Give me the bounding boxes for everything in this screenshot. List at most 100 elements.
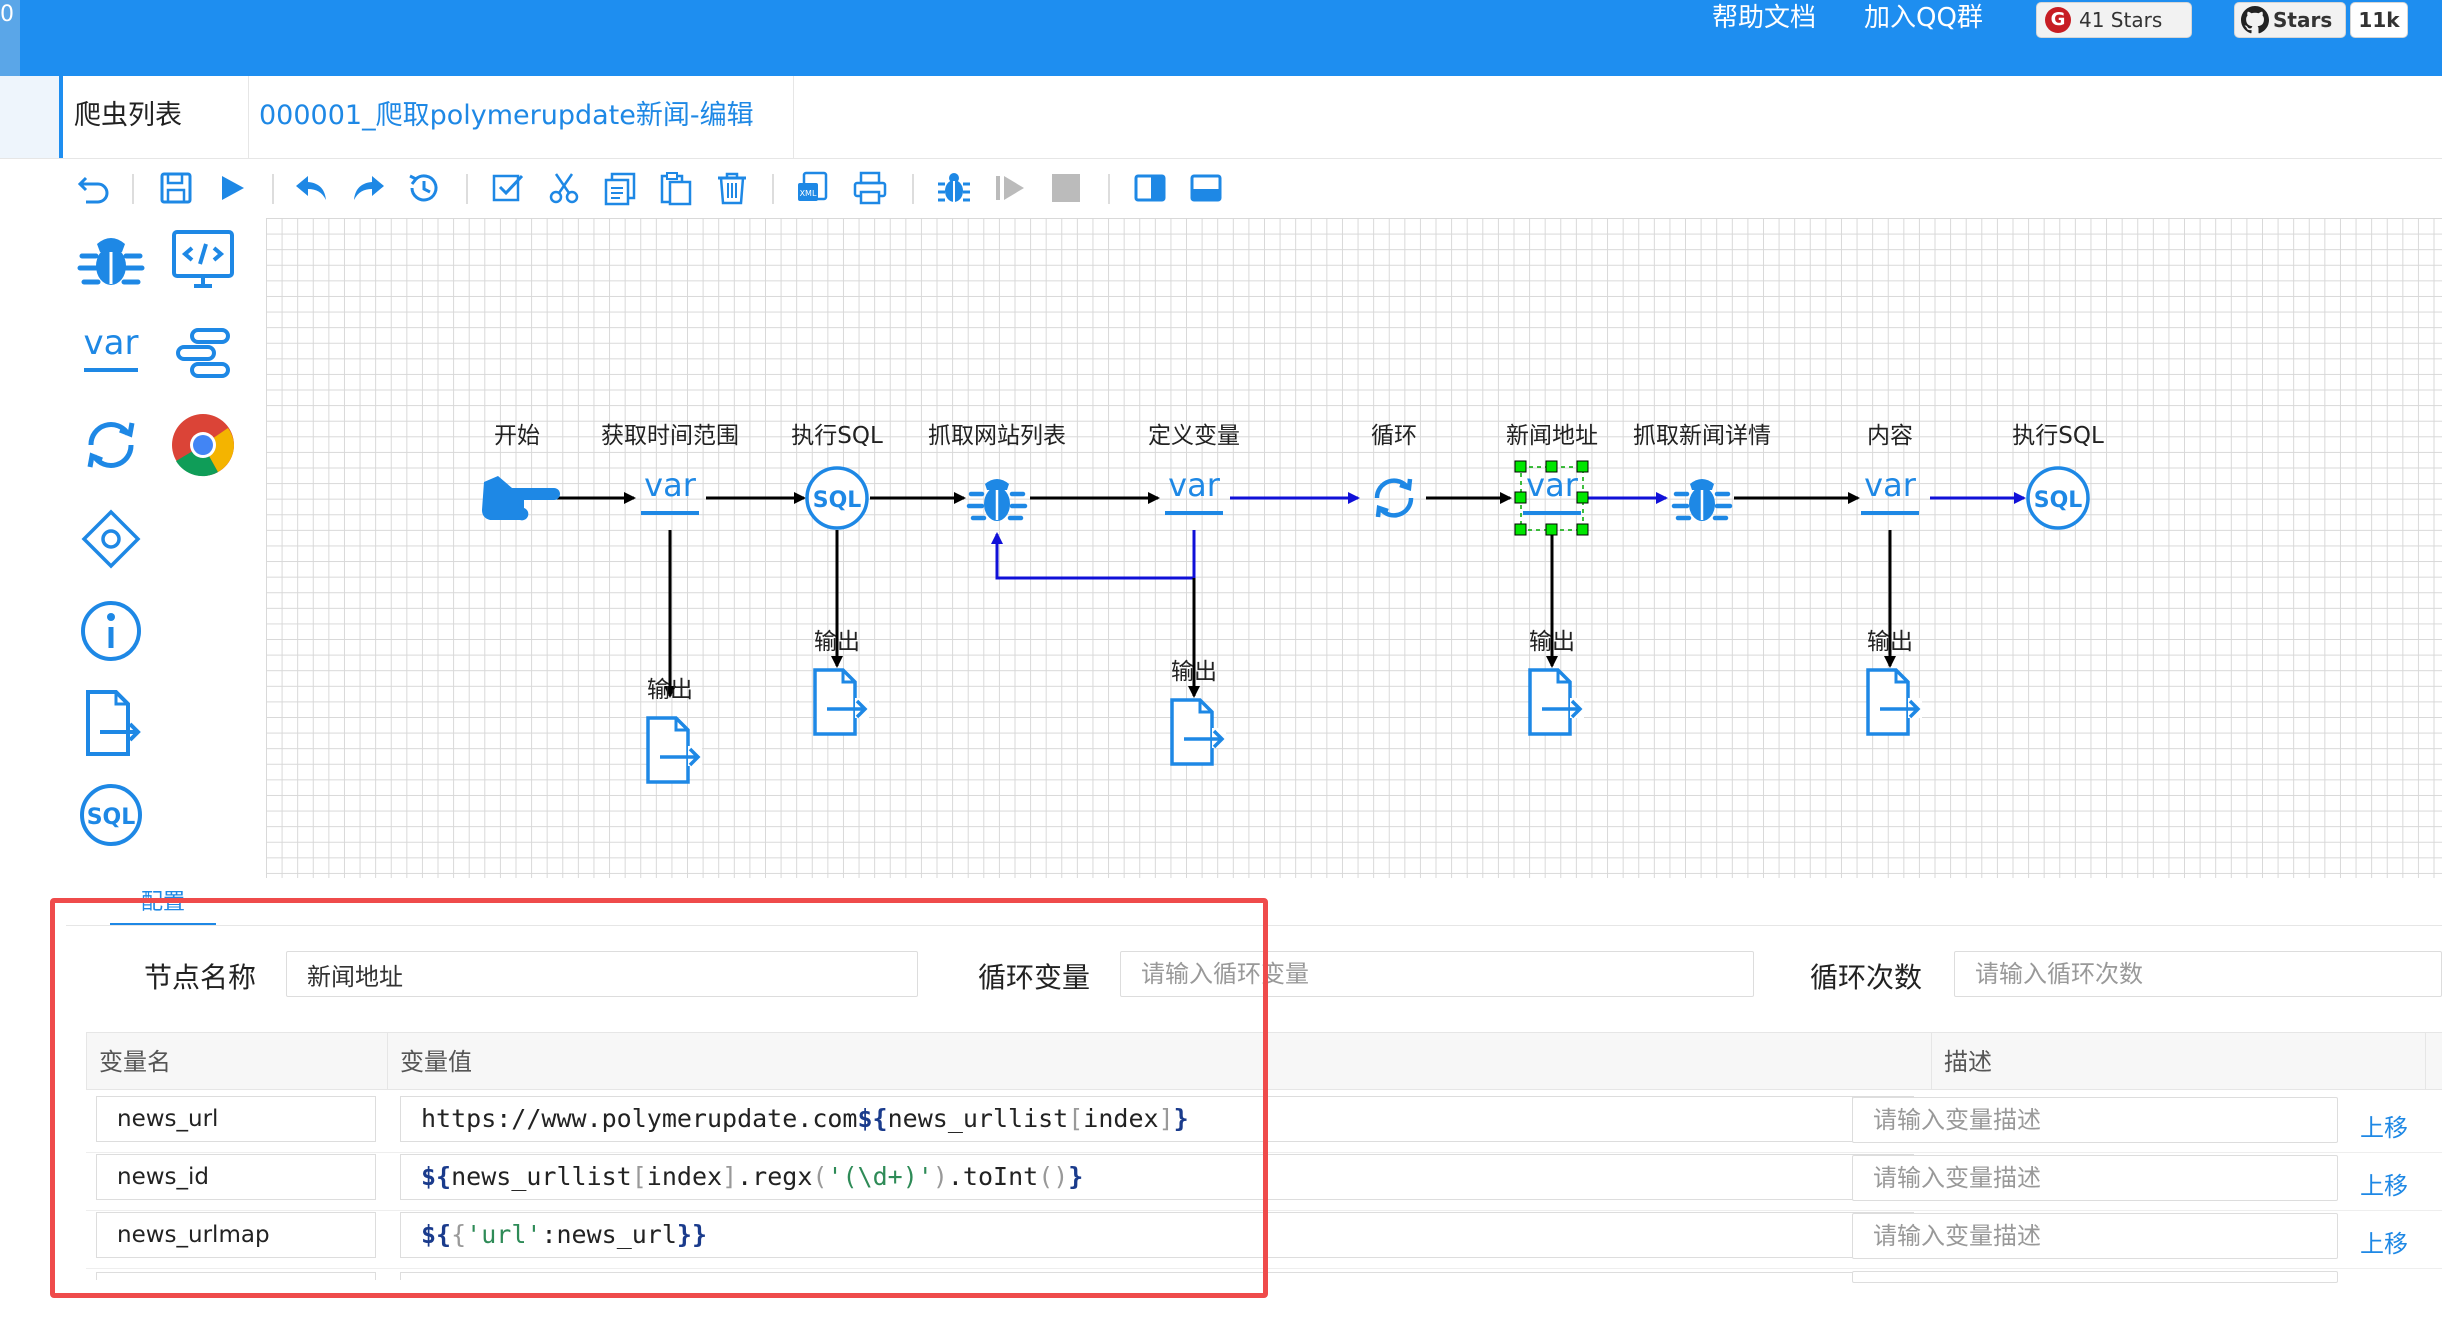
loop-var-label: 循环变量 (978, 961, 1091, 994)
undo-icon[interactable] (74, 168, 114, 208)
node-label: 新闻地址 (1506, 423, 1598, 449)
var-name-input[interactable]: news_url (96, 1096, 376, 1142)
top-header-bar: 0 帮助文档 加入QQ群 G 41 Stars Stars 11k (0, 0, 2442, 76)
svg-text:var: var (84, 323, 139, 363)
cut-icon[interactable] (544, 168, 584, 208)
flow-edges (548, 492, 2026, 698)
info-icon[interactable] (76, 596, 146, 666)
svg-text:SQL: SQL (87, 805, 136, 830)
var-desc-input[interactable] (1852, 1271, 2338, 1283)
node-define-var[interactable] (1163, 464, 1225, 515)
node-content[interactable] (1859, 464, 1921, 515)
split-vertical-icon[interactable] (1130, 168, 1170, 208)
output-node-news-url[interactable] (1528, 668, 1586, 736)
var-desc-input[interactable] (1852, 1213, 2338, 1259)
print-icon[interactable] (850, 168, 890, 208)
undo-arrow-icon[interactable] (292, 168, 332, 208)
var-name-input[interactable] (96, 1272, 376, 1280)
output-node-sql[interactable] (813, 668, 871, 736)
node-crawl-news-detail[interactable] (1674, 479, 1730, 521)
corner-indicator: 0 (0, 0, 20, 76)
run-icon[interactable] (212, 168, 252, 208)
join-qq-link[interactable]: 加入QQ群 (1864, 3, 1983, 33)
output-label: 输出 (1529, 629, 1575, 655)
chrome-icon[interactable] (168, 410, 238, 480)
output-label: 输出 (647, 677, 693, 703)
loop-var-input[interactable] (1120, 951, 1754, 997)
link-icon[interactable] (168, 318, 238, 388)
column-header-name: 变量名 (86, 1032, 388, 1090)
tab-bar: 爬虫列表 000001_爬取polymerupdate新闻-编辑 (0, 76, 2442, 159)
node-news-url[interactable] (1514, 460, 1589, 536)
gitee-stars-badge[interactable]: G 41 Stars (2036, 2, 2192, 38)
column-header-desc: 描述 (1932, 1032, 2426, 1090)
resume-icon[interactable] (990, 168, 1030, 208)
move-up-link[interactable]: 上移 (2360, 1230, 2408, 1258)
debug-icon[interactable] (934, 168, 974, 208)
node-name-input[interactable] (286, 951, 918, 997)
output-icon[interactable] (76, 688, 146, 758)
var-value-input[interactable] (400, 1272, 1914, 1280)
stop-icon[interactable] (1046, 168, 1086, 208)
active-tab-indicator (59, 76, 63, 158)
node-label: 抓取新闻详情 (1633, 423, 1771, 449)
move-up-link[interactable]: 上移 (2360, 1172, 2408, 1200)
node-crawl-site-list[interactable] (969, 479, 1025, 521)
loop-icon[interactable] (76, 410, 146, 480)
code-icon[interactable] (168, 226, 238, 296)
redo-arrow-icon[interactable] (348, 168, 388, 208)
delete-icon[interactable] (712, 168, 752, 208)
help-docs-link[interactable]: 帮助文档 (1712, 3, 1817, 33)
github-stars-badge[interactable]: Stars (2234, 2, 2346, 38)
tab-config[interactable]: 配置 (110, 880, 216, 926)
var-value-input[interactable]: ${news_urllist[index].regx('(\d+)').toIn… (400, 1154, 1914, 1200)
variable-table: 变量名 变量值 描述 news_url https://www.polymeru… (86, 1032, 2442, 1280)
gitee-icon: G (2045, 7, 2071, 33)
sql-icon[interactable]: SQL (76, 780, 146, 850)
var-desc-input[interactable] (1852, 1155, 2338, 1201)
select-all-icon[interactable] (488, 168, 528, 208)
node-time-range[interactable] (639, 464, 701, 515)
node-exec-sql-1[interactable] (805, 466, 869, 530)
output-label: 输出 (1171, 659, 1217, 685)
var-value-input[interactable]: ${{'url':news_url}} (400, 1212, 1914, 1258)
sidebar-stub (0, 76, 60, 158)
output-node-define-var[interactable] (1170, 698, 1228, 766)
var-icon[interactable]: var (76, 318, 146, 388)
tab-spider-list[interactable]: 爬虫列表 (74, 100, 182, 131)
node-label: 执行SQL (791, 423, 883, 449)
var-name-input[interactable]: news_id (96, 1154, 376, 1200)
svg-text:XML: XML (800, 189, 817, 198)
copy-icon[interactable] (600, 168, 640, 208)
output-label: 输出 (1867, 629, 1913, 655)
node-label: 内容 (1867, 423, 1913, 449)
var-name-input[interactable]: news_urlmap (96, 1212, 376, 1258)
tab-spider-edit[interactable]: 000001_爬取polymerupdate新闻-编辑 (248, 76, 794, 158)
loop-count-input[interactable] (1954, 951, 2442, 997)
github-stars-label: Stars (2273, 8, 2333, 32)
node-loop[interactable] (1377, 479, 1411, 517)
github-icon (2241, 6, 2269, 34)
flow-canvas[interactable]: var SQL (266, 218, 2442, 878)
split-horizontal-icon[interactable] (1186, 168, 1226, 208)
paste-icon[interactable] (656, 168, 696, 208)
column-header-value: 变量值 (388, 1032, 1932, 1090)
spider-icon[interactable] (76, 226, 146, 296)
history-icon[interactable] (404, 168, 444, 208)
move-up-link[interactable]: 上移 (2360, 1114, 2408, 1142)
editor-toolbar: XML (66, 160, 2442, 216)
var-value-input[interactable]: https://www.polymerupdate.com${news_urll… (400, 1096, 1914, 1142)
node-palette: var SQL (64, 218, 264, 878)
output-node-time-range[interactable] (646, 716, 704, 784)
save-icon[interactable] (156, 168, 196, 208)
node-label: 获取时间范围 (601, 423, 739, 449)
import-icon[interactable]: XML (794, 168, 834, 208)
node-label: 定义变量 (1148, 423, 1240, 449)
node-exec-sql-2[interactable] (2026, 466, 2090, 530)
node-label: 循环 (1371, 423, 1417, 449)
node-start[interactable] (482, 476, 560, 521)
var-desc-input[interactable] (1852, 1097, 2338, 1143)
column-header-actions (2426, 1032, 2442, 1090)
output-node-content[interactable] (1866, 668, 1924, 736)
condition-icon[interactable] (76, 504, 146, 574)
